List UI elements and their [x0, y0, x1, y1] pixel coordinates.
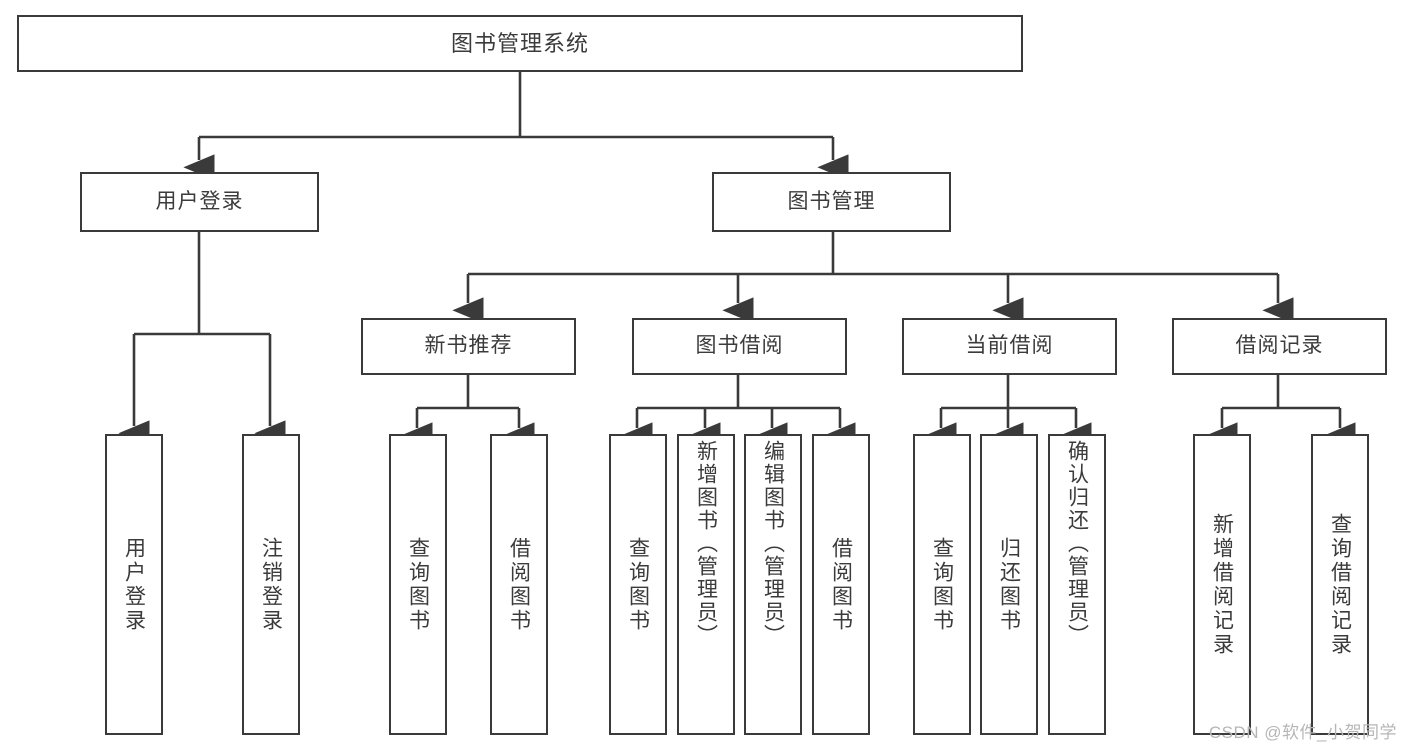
- node-leaf-borrow-book-2-label: 借阅图书: [829, 536, 853, 633]
- node-leaf-query-record[interactable]: 查询借阅记录: [1311, 434, 1369, 735]
- node-book-borrow[interactable]: 图书借阅: [632, 318, 847, 375]
- node-leaf-confirm-return[interactable]: 确认归还（管理员）: [1048, 434, 1106, 735]
- node-book-borrow-label: 图书借阅: [695, 334, 784, 358]
- node-leaf-add-book-label: 新增图书（管理员）: [694, 440, 718, 647]
- node-new-book-recommend[interactable]: 新书推荐: [361, 318, 576, 375]
- node-leaf-borrow-book-1[interactable]: 借阅图书: [490, 434, 548, 735]
- node-leaf-logout-login[interactable]: 注销登录: [242, 434, 300, 735]
- node-borrow-record-label: 借阅记录: [1235, 334, 1324, 358]
- node-new-book-recommend-label: 新书推荐: [424, 334, 513, 358]
- node-leaf-query-record-label: 查询借阅记录: [1328, 512, 1352, 657]
- node-leaf-confirm-return-label: 确认归还（管理员）: [1065, 440, 1089, 647]
- node-book-manage[interactable]: 图书管理: [712, 172, 951, 232]
- node-user-login[interactable]: 用户登录: [80, 172, 319, 232]
- node-leaf-borrow-book-1-label: 借阅图书: [507, 536, 531, 633]
- node-leaf-query-book-3-label: 查询图书: [930, 536, 954, 633]
- node-leaf-add-book[interactable]: 新增图书（管理员）: [677, 434, 735, 735]
- node-current-borrow[interactable]: 当前借阅: [902, 318, 1117, 375]
- node-leaf-edit-book[interactable]: 编辑图书（管理员）: [744, 434, 802, 735]
- node-leaf-return-book-label: 归还图书: [997, 536, 1021, 633]
- node-current-borrow-label: 当前借阅: [965, 334, 1054, 358]
- node-leaf-user-login-label: 用户登录: [122, 536, 146, 633]
- node-root[interactable]: 图书管理系统: [17, 15, 1023, 72]
- csdn-watermark: CSDN @软件_小贺同学: [1208, 723, 1397, 742]
- node-leaf-user-login[interactable]: 用户登录: [105, 434, 163, 735]
- node-leaf-query-book-3[interactable]: 查询图书: [913, 434, 971, 735]
- node-leaf-add-record-label: 新增借阅记录: [1210, 512, 1234, 657]
- node-root-label: 图书管理系统: [450, 30, 589, 56]
- node-leaf-edit-book-label: 编辑图书（管理员）: [761, 440, 785, 647]
- node-leaf-query-book-2[interactable]: 查询图书: [609, 434, 667, 735]
- node-borrow-record[interactable]: 借阅记录: [1172, 318, 1387, 375]
- node-book-manage-label: 图书管理: [787, 189, 876, 213]
- node-leaf-query-book-2-label: 查询图书: [626, 536, 650, 633]
- node-leaf-query-book-1-label: 查询图书: [406, 536, 430, 633]
- node-leaf-query-book-1[interactable]: 查询图书: [389, 434, 447, 735]
- node-leaf-logout-login-label: 注销登录: [259, 536, 283, 633]
- node-leaf-return-book[interactable]: 归还图书: [980, 434, 1038, 735]
- node-user-login-label: 用户登录: [155, 189, 244, 213]
- node-leaf-add-record[interactable]: 新增借阅记录: [1193, 434, 1251, 735]
- node-leaf-borrow-book-2[interactable]: 借阅图书: [812, 434, 870, 735]
